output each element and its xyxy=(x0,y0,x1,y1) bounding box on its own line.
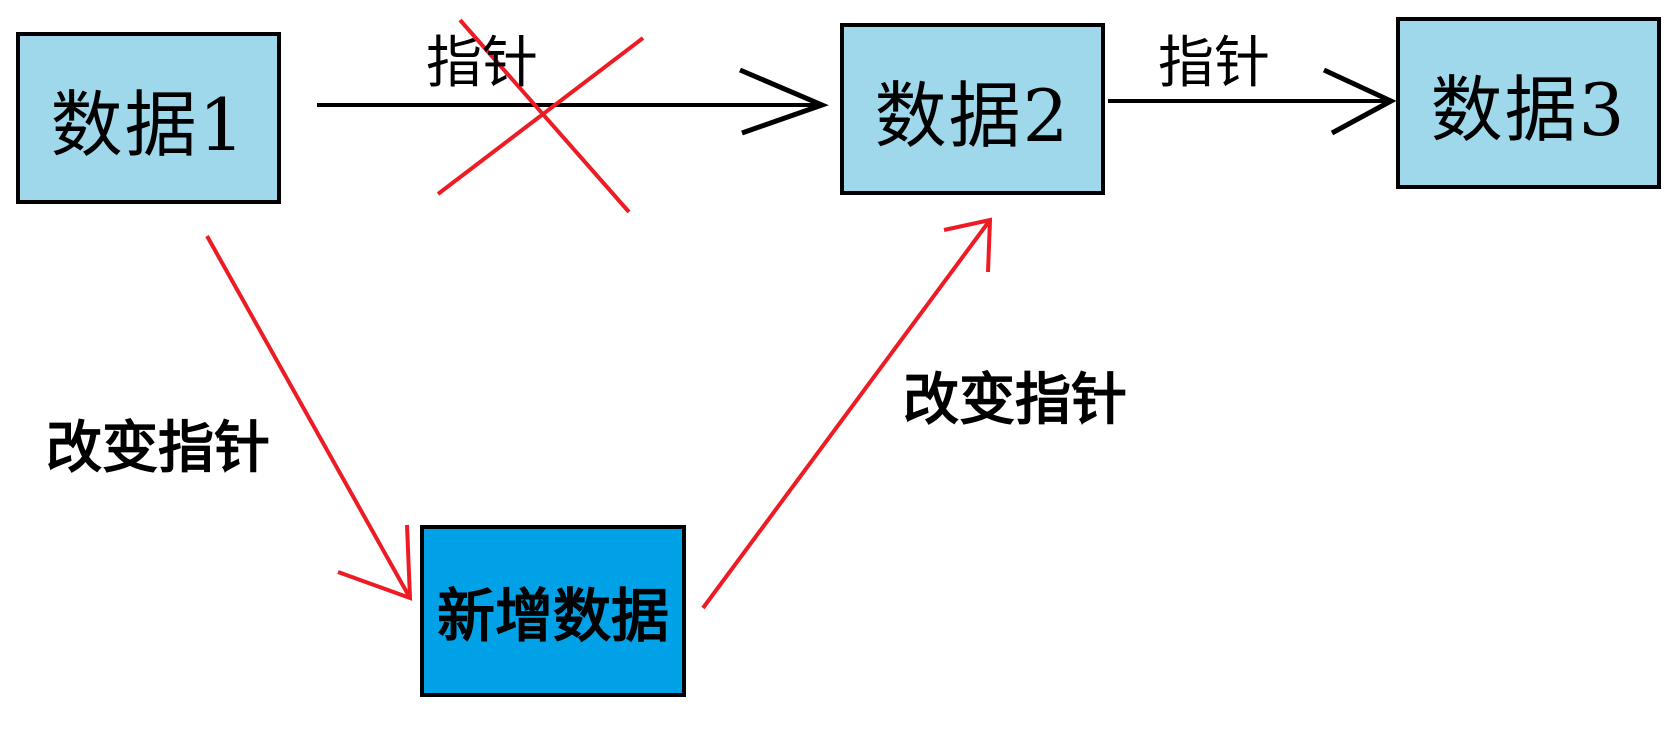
arrow-data1-to-new xyxy=(205,235,413,601)
node-new-data-label: 新增数据 xyxy=(436,582,669,650)
node-data2: 数据2 xyxy=(840,23,1105,195)
arrow-data2-to-data3 xyxy=(1108,67,1397,136)
edge-label-data1-to-new: 改变指针 xyxy=(46,415,270,481)
node-data2-label: 数据2 xyxy=(874,73,1071,158)
arrow-new-to-data2 xyxy=(701,217,993,610)
arrow-data1-to-data2 xyxy=(317,67,829,136)
node-data1: 数据1 xyxy=(16,32,281,204)
edge-label-data2-to-data3: 指针 xyxy=(1158,31,1270,96)
node-data3: 数据3 xyxy=(1396,17,1661,189)
removed-mark-cross xyxy=(436,18,645,214)
edge-label-data1-to-data2: 指针 xyxy=(426,31,538,96)
node-data1-label: 数据1 xyxy=(50,82,247,167)
node-new-data: 新增数据 xyxy=(420,525,686,697)
edge-label-new-to-data2: 改变指针 xyxy=(903,367,1127,433)
node-data3-label: 数据3 xyxy=(1430,67,1627,152)
